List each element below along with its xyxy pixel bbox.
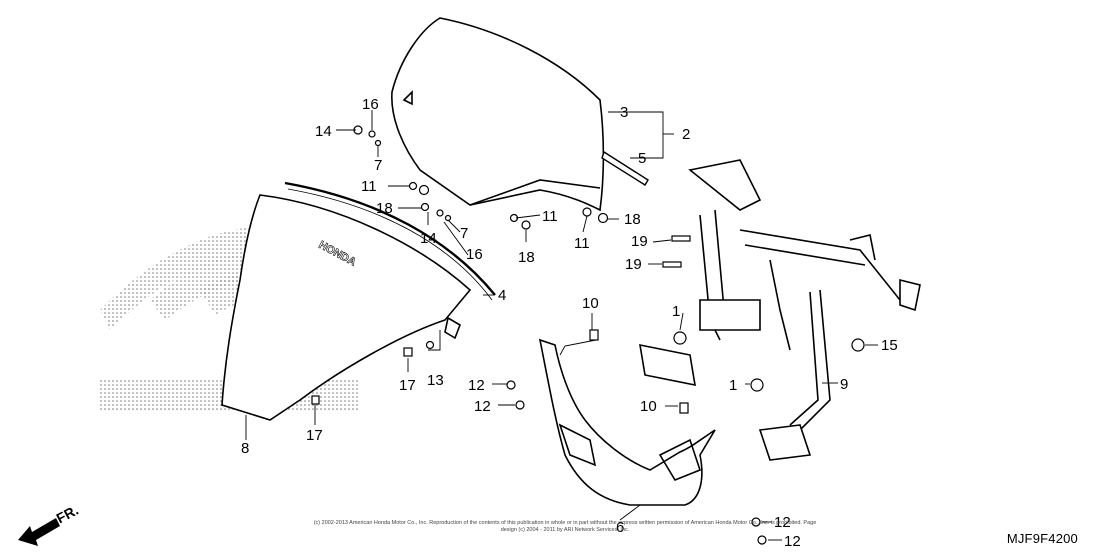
callout-16b: 16 [466, 246, 483, 263]
screw-12a [506, 380, 516, 390]
screw-12b [515, 400, 525, 410]
nut-1b [750, 378, 764, 392]
inner-panel [538, 338, 716, 506]
clip-17b [311, 395, 320, 405]
callout-12c: 12 [774, 514, 791, 531]
callout-10b: 10 [640, 398, 657, 415]
nut-7 [374, 139, 382, 147]
screw-10a [589, 329, 599, 341]
callout-13: 13 [427, 372, 444, 389]
callout-17b: 17 [306, 427, 323, 444]
screw-12c [751, 517, 761, 527]
windscreen-garnish [601, 150, 649, 186]
nut-7b [444, 214, 452, 222]
screw-19a [671, 235, 691, 242]
callout-1b: 1 [729, 377, 737, 394]
callout-10a: 10 [582, 295, 599, 312]
callout-11a: 11 [361, 178, 377, 195]
washer-18b [521, 220, 531, 230]
front-cowl: HONDA [221, 181, 496, 421]
grommet-11 [408, 181, 418, 191]
callout-18c: 18 [624, 211, 641, 228]
callout-12d: 12 [784, 533, 801, 550]
callout-12b: 12 [474, 398, 491, 415]
callout-12a: 12 [468, 377, 485, 394]
screw-10b [679, 402, 689, 414]
callout-19b: 19 [625, 256, 642, 273]
callout-18b: 18 [518, 249, 535, 266]
callout-14a: 14 [315, 123, 332, 140]
callout-labels: 1 1 2 3 4 5 6 7 7 8 9 10 10 11 11 11 12 … [241, 96, 898, 550]
washer-18 [418, 184, 430, 196]
callout-2: 2 [682, 126, 690, 143]
callout-18a: 18 [376, 200, 393, 217]
screw-19b [662, 261, 682, 268]
callout-11b: 11 [542, 208, 558, 225]
nut-15 [851, 338, 865, 352]
callout-7a: 7 [374, 157, 382, 174]
callout-3: 3 [620, 104, 628, 121]
callout-1a: 1 [672, 303, 680, 320]
callout-6: 6 [616, 519, 624, 536]
screw-13 [425, 340, 435, 350]
callout-5: 5 [638, 150, 646, 167]
hardware [311, 125, 865, 545]
windscreen [391, 17, 605, 212]
callout-14b: 14 [420, 230, 437, 247]
leader-lines [245, 110, 878, 541]
callout-15: 15 [881, 337, 898, 354]
washer-16 [368, 130, 376, 138]
grommet-11c [582, 207, 592, 217]
callout-7b: 7 [460, 225, 468, 242]
callout-8: 8 [241, 440, 249, 457]
callout-11c: 11 [574, 235, 590, 252]
clip-17a [403, 347, 413, 357]
callout-16a: 16 [362, 96, 379, 113]
nut-1a [673, 331, 687, 345]
copyright-notice: (c) 2002-2013 American Honda Motor Co., … [313, 520, 817, 533]
screw-12d [757, 535, 767, 545]
bolt-14b [420, 202, 430, 212]
washer-16b [436, 209, 444, 217]
washer-18c [597, 212, 609, 224]
drawing-code: MJF9F4200 [1006, 531, 1078, 546]
callout-17a: 17 [399, 377, 416, 394]
cowl-stay-frame [639, 159, 921, 461]
front-direction-arrow-icon [18, 518, 60, 546]
callout-19a: 19 [631, 233, 648, 250]
callout-9: 9 [840, 376, 848, 393]
callout-4: 4 [498, 287, 506, 304]
